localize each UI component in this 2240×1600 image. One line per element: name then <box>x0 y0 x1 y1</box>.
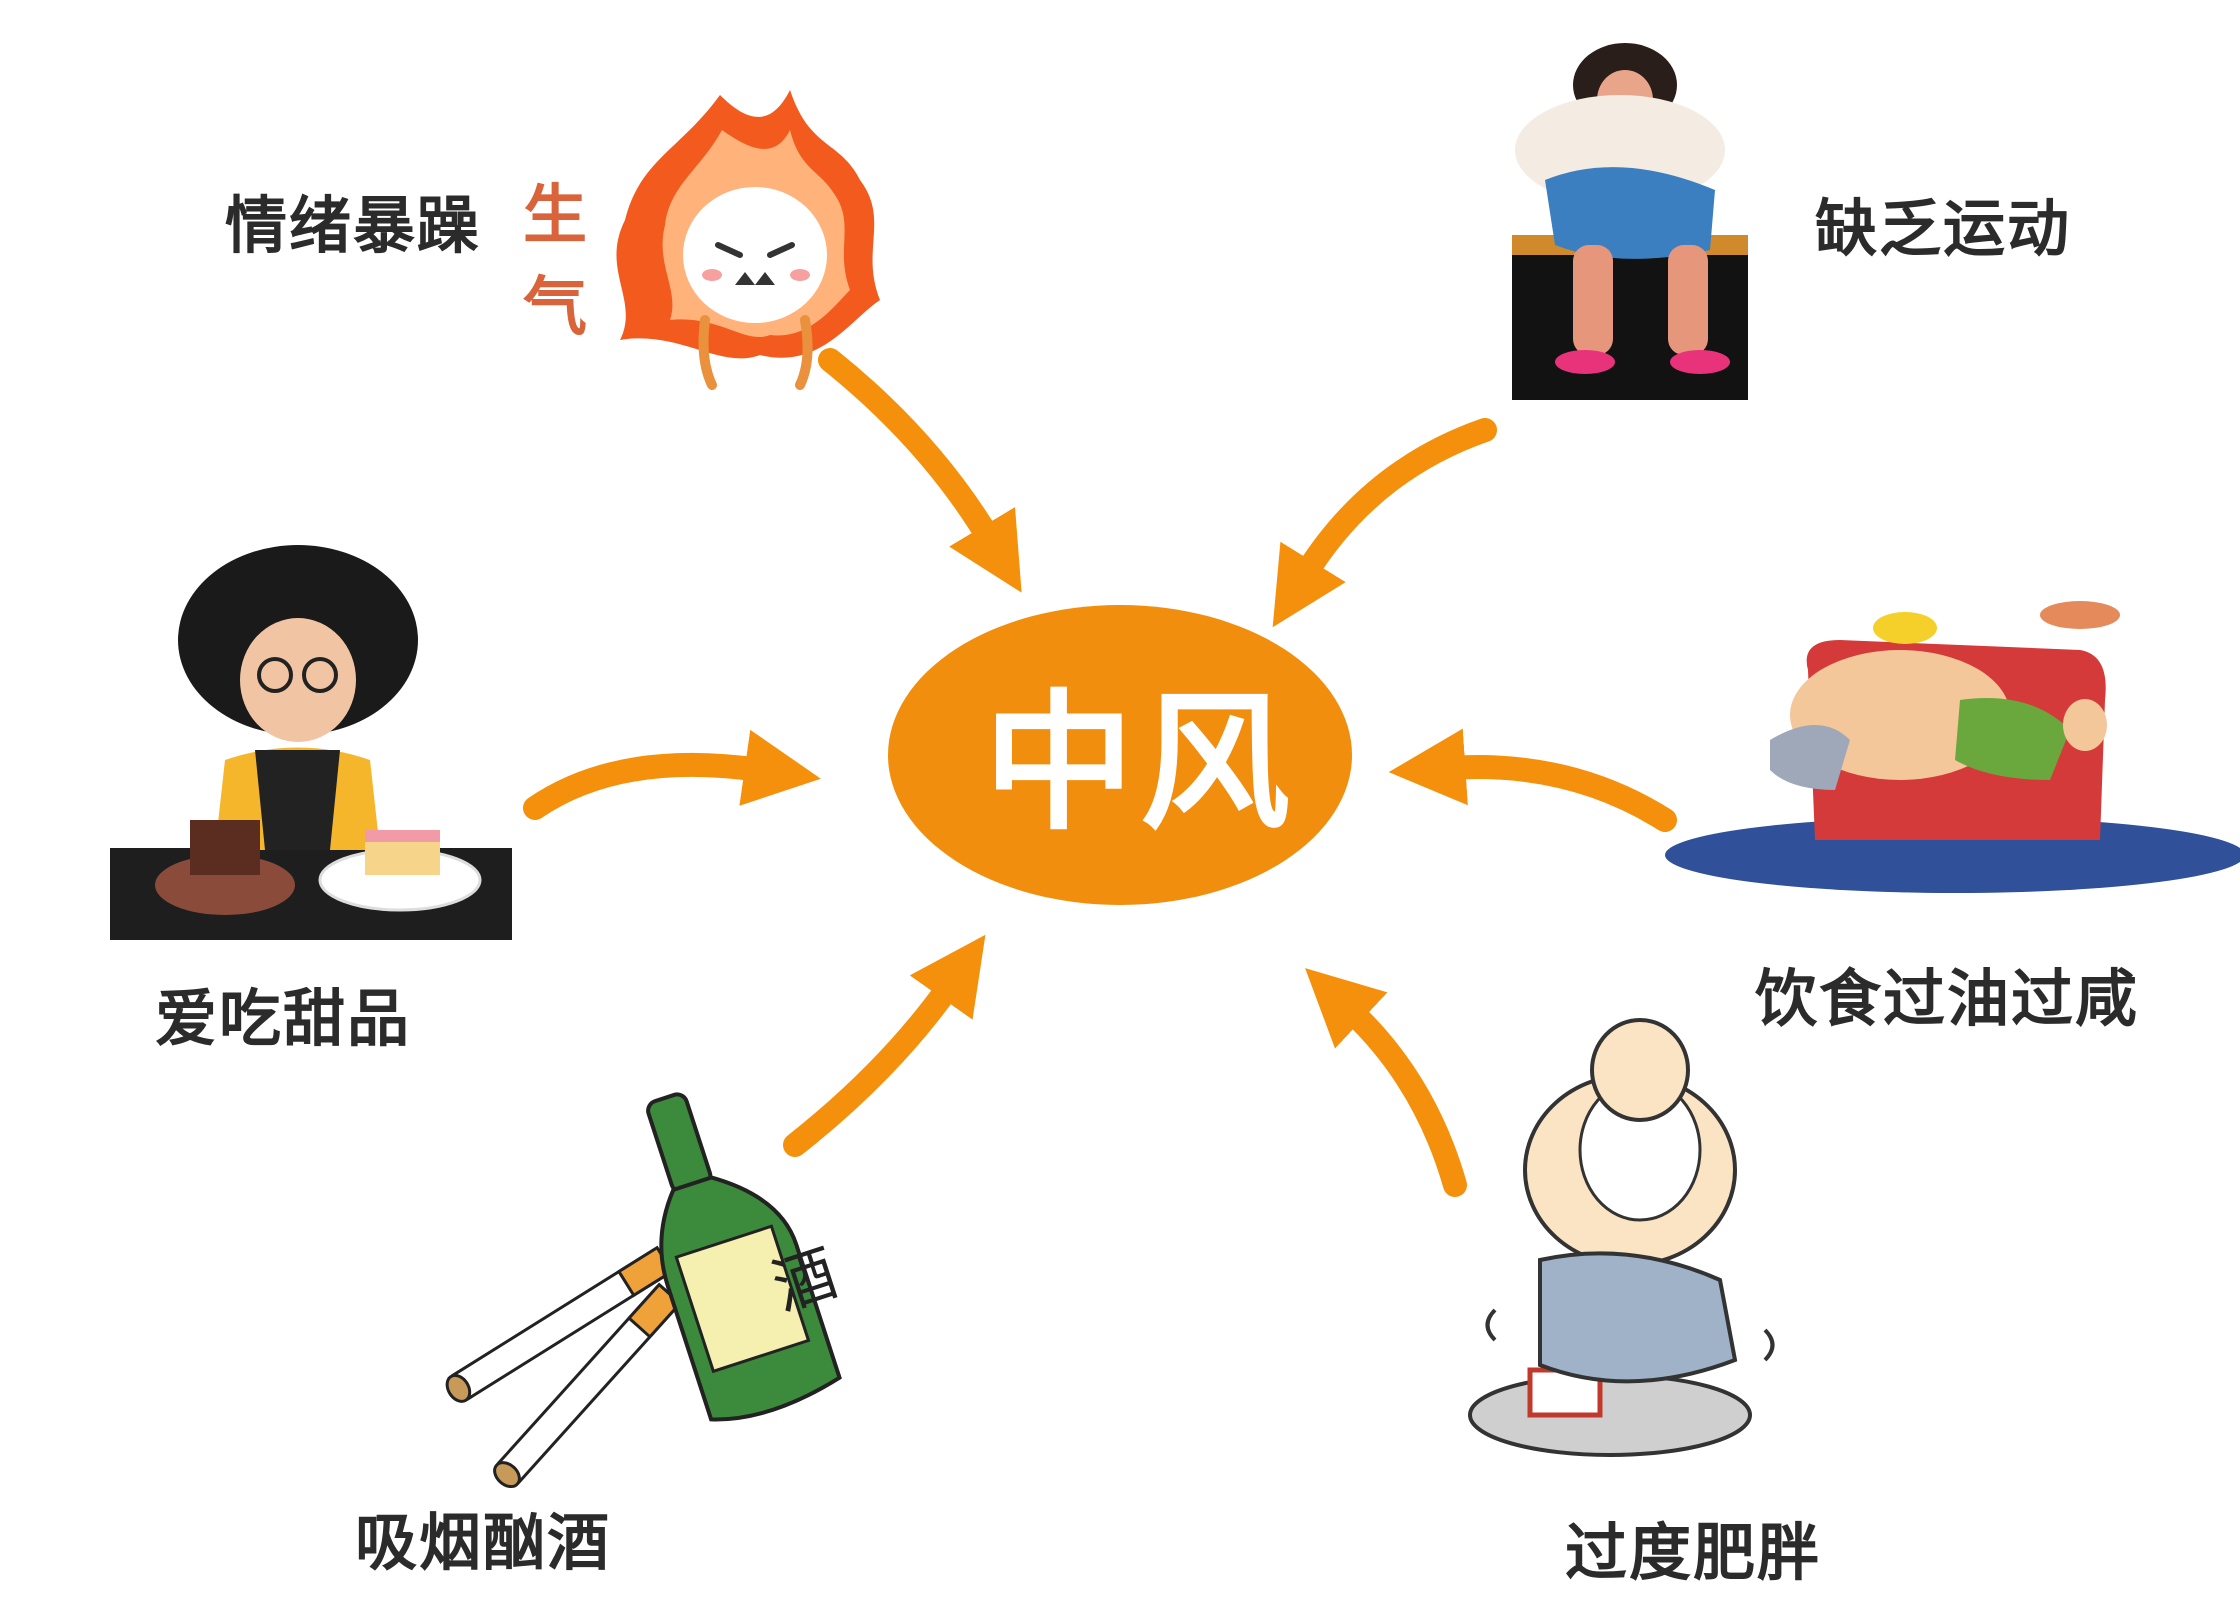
arrows <box>523 348 1677 1197</box>
arrow-oily <box>1388 728 1677 832</box>
center-hub <box>888 605 1352 905</box>
cake-woman-illustration <box>110 545 512 940</box>
arrow-inactive <box>1272 418 1497 628</box>
scale-man-illustration <box>1468 1018 1775 1457</box>
arrow-angry <box>818 348 1022 593</box>
sofa-man-illustration <box>1665 601 2240 893</box>
angry-bear-illustration <box>616 90 880 390</box>
arrow-obesity <box>1305 968 1467 1197</box>
cigarettes-bottle-illustration <box>445 1092 842 1489</box>
arrow-smoking <box>783 934 986 1157</box>
sitting-woman-illustration <box>1512 43 1748 400</box>
arrow-sweets <box>523 729 821 820</box>
